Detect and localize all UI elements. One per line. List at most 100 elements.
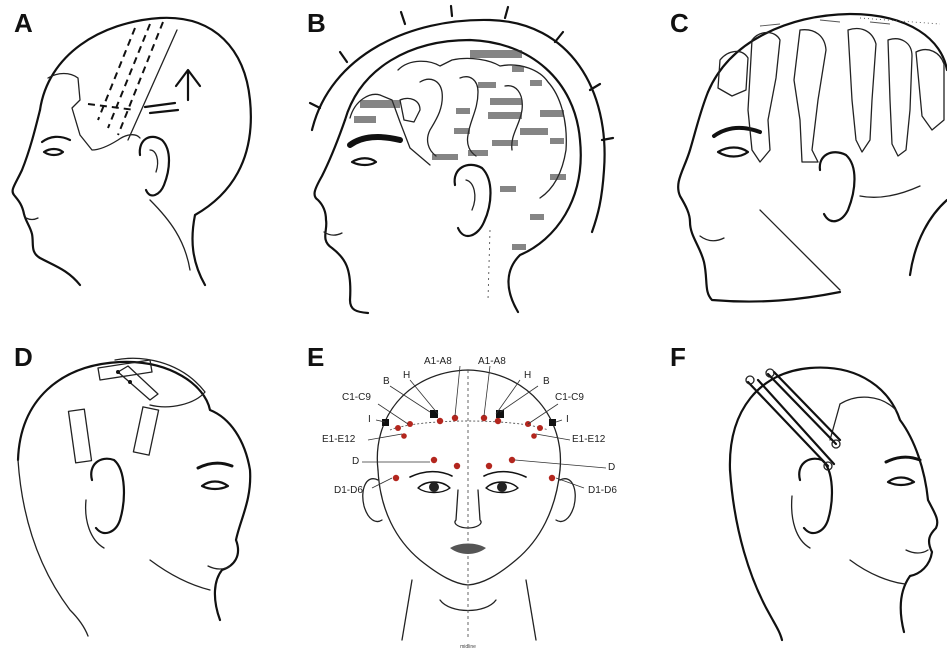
hair-texture-c [860,18,940,24]
label-d-left: D [352,456,359,467]
mouth-f [906,550,928,553]
eyebrow-d [198,463,232,468]
mouth-b [324,232,342,235]
label-a1a8-right: A1-A8 [478,356,506,367]
marker-h-right [496,410,504,418]
label-c1c9-right: C1-C9 [555,392,584,403]
dash-bar-a-2 [150,110,178,113]
back-neck-d [18,460,88,636]
point-d1-right [549,475,555,481]
eyebrow-b [350,137,400,145]
label-c1c9-left: C1-C9 [342,392,371,403]
point-i-left [395,425,401,431]
eye-f [888,478,914,486]
mouth-a [26,218,38,220]
point-e-right [531,433,537,439]
ear-inner-a [150,150,158,172]
face-profile-b [315,120,368,313]
treatment-points-e [382,410,556,481]
jaw-f [850,560,905,584]
eye-a [44,149,63,155]
point-a-right-2 [495,418,501,424]
measure-arc-b [312,20,605,232]
scalp-line-e [390,421,548,430]
panel-letter-a: A [14,8,33,38]
panel-letter-c: C [670,8,689,38]
point-i-right [537,425,543,431]
labels-right-e: A1-A8 H B C1-C9 I E1-E12 D D1-D6 [478,356,617,496]
needle-line-f-3 [768,374,836,444]
head-outline-d [18,362,250,620]
label-i-left: I [368,414,371,425]
hairline-f [840,397,896,410]
label-b-left: B [383,376,390,387]
brain-region-b-2 [420,79,442,156]
brow-left-e [410,472,452,477]
stim-band-a-2 [108,24,150,128]
panel-letter-e: E [307,342,324,372]
label-d-right: D [608,462,615,473]
marker-h-left [430,410,438,418]
ear-inner-b [466,180,475,210]
point-e-left [401,433,407,439]
label-h-left: H [403,370,410,381]
panel-e: E midline [307,342,617,650]
brain-region-b-3 [460,77,478,156]
ear-b [455,165,491,236]
point-d-left [431,457,437,463]
panel-letter-f: F [670,342,686,372]
panel-d: D [14,342,250,636]
label-e1e12-left: E1-E12 [322,434,356,445]
panel-c: C [670,8,947,302]
homunculus-figures-c [718,20,944,162]
shading-c [860,186,920,197]
marker-i-left [382,419,389,426]
head-outline-e [377,370,560,470]
jaw-c [760,210,840,290]
back-neck-f [730,470,782,640]
eyebrow-a [42,137,70,142]
marker-i-right [549,419,556,426]
face-profile-a [13,110,80,285]
point-d-left-2 [454,463,460,469]
ear-d [91,459,124,533]
stim-band-a-3 [118,22,163,135]
label-b-right: B [543,376,550,387]
needle-line-f-4 [774,372,840,440]
neck-a [150,200,190,270]
eye-d [202,482,228,490]
label-d1d6-left: D1-D6 [334,485,363,496]
head-outline-a [40,18,251,285]
brow-right-e [484,472,526,477]
point-d-right-2 [509,457,515,463]
dash-line-a [88,104,135,110]
dotted-line-b [488,230,490,300]
label-d1d6-right: D1-D6 [588,485,617,496]
strip-d-2 [133,407,158,455]
jaw-d [150,560,210,590]
back-head-c [910,200,947,275]
panel-letter-b: B [307,8,326,38]
chinese-labels-b [354,50,566,250]
eye-b [352,158,376,165]
point-d1-left [393,475,399,481]
brain-region-b-5 [400,98,420,122]
strip-dot-d-1 [116,370,120,374]
head-outline-b [345,40,581,312]
ear-right-e [556,479,575,522]
ear-c [820,152,855,221]
panel-b: B [307,6,613,313]
mouth-c [700,236,724,241]
arrow-up-a [176,70,200,100]
ear-outer-d [86,500,104,548]
label-e1e12-right: E1-E12 [572,434,606,445]
eye-c [718,148,748,157]
strip-dot-d-2 [128,380,132,384]
panel-letter-d: D [14,342,33,372]
point-d-right [486,463,492,469]
head-outline-f [730,368,937,632]
panel-a: A [13,8,251,285]
label-h-right: H [524,370,531,381]
eyebrow-f [886,457,920,462]
